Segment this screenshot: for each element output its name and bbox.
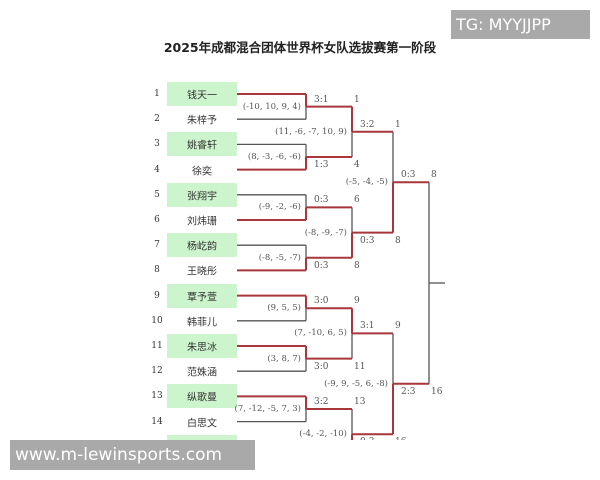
game-scores: (-10, 10, 9, 4) bbox=[242, 101, 301, 112]
player-seed: 3 bbox=[154, 139, 160, 150]
player-name: 纵歌曼 bbox=[187, 392, 217, 404]
match-score: 0:3 bbox=[360, 437, 374, 440]
player-seed: 6 bbox=[154, 215, 160, 225]
player-highlight bbox=[167, 334, 237, 358]
match-winner: 9 bbox=[395, 321, 401, 332]
match-score: 0:3 bbox=[314, 260, 329, 271]
game-scores: (-8, -9, -7) bbox=[304, 227, 347, 238]
player-highlight bbox=[167, 82, 237, 106]
game-scores: (7, -10, 6, 5) bbox=[294, 328, 347, 339]
player-highlight bbox=[167, 182, 237, 207]
player-name: 刘炜珊 bbox=[187, 216, 217, 228]
match-score: 0:3 bbox=[314, 195, 329, 206]
player-name: 张翔宇 bbox=[187, 191, 217, 203]
player-seed: 8 bbox=[154, 265, 160, 276]
match-winner: 8 bbox=[431, 170, 437, 181]
watermark-top: TG: MYYJJPP bbox=[451, 10, 590, 39]
player-highlight bbox=[167, 233, 237, 258]
match-winner: 9 bbox=[354, 296, 360, 307]
player-seed: 9 bbox=[154, 290, 160, 301]
match-winner: 4 bbox=[354, 160, 360, 170]
player-seed: 5 bbox=[154, 189, 160, 200]
bracket-sheet: 2025年成都混合团体世界杯女队选拔赛第一阶段 1 钱天一 2 朱梓予 3 姚睿轩 4 徐奕 5… bbox=[151, 40, 445, 440]
game-scores: (7, -12, -5, 7, 3) bbox=[234, 404, 301, 414]
match-score: 3:2 bbox=[314, 397, 329, 407]
player-name: 杨屹韵 bbox=[187, 241, 217, 253]
player-name: 韩菲儿 bbox=[187, 317, 217, 329]
player-seed: 4 bbox=[154, 164, 160, 175]
match-winner: 13 bbox=[354, 397, 366, 407]
game-scores: (9, 5, 5) bbox=[267, 303, 301, 314]
player-highlight bbox=[167, 132, 237, 157]
player-highlight bbox=[167, 384, 237, 409]
game-scores: (11, -6, -7, 10, 9) bbox=[275, 126, 347, 137]
match-score: 0:3 bbox=[360, 235, 375, 246]
match-winner: 8 bbox=[395, 235, 401, 246]
bracket-title: 2025年成都混合团体世界杯女队选拔赛第一阶段 bbox=[163, 40, 437, 55]
match-winner: 16 bbox=[395, 437, 406, 440]
bracket-lines bbox=[237, 93, 445, 440]
watermark-bottom: www.m-lewinsports.com bbox=[10, 440, 255, 470]
player-name: 徐奕 bbox=[192, 166, 212, 178]
player-seed: 14 bbox=[151, 416, 163, 427]
match-score: 1:3 bbox=[314, 160, 329, 170]
match-winner: 1 bbox=[395, 119, 401, 130]
match-score: 2:3 bbox=[401, 386, 416, 397]
player-highlight bbox=[167, 283, 237, 308]
match-score: 3:1 bbox=[360, 321, 375, 332]
game-scores: (3, 8, 7) bbox=[267, 353, 301, 364]
game-scores: (8, -3, -6, -6) bbox=[247, 152, 301, 162]
game-scores: (-9, 9, -5, 6, -8) bbox=[324, 378, 388, 389]
match-winner: 16 bbox=[431, 386, 443, 397]
match-winner: 11 bbox=[354, 361, 366, 372]
match-score: 0:3 bbox=[401, 170, 416, 181]
player-name: 朱梓予 bbox=[187, 115, 217, 127]
player-seed: 10 bbox=[151, 315, 163, 326]
match-score: 3:0 bbox=[314, 361, 329, 372]
game-scores: (-4, -2, -10) bbox=[299, 429, 347, 440]
player-name: 白思文 bbox=[187, 418, 217, 430]
player-seed: 1 bbox=[154, 89, 160, 99]
game-scores: (-5, -4, -5) bbox=[345, 177, 388, 188]
player-name: 姚睿轩 bbox=[187, 140, 217, 152]
match-score: 3:0 bbox=[314, 296, 329, 307]
game-scores: (-9, -2, -6) bbox=[258, 202, 301, 213]
player-seed: 11 bbox=[151, 341, 163, 351]
match-score: 3:1 bbox=[314, 94, 329, 105]
player-name: 覃予萱 bbox=[187, 292, 217, 304]
player-seed: 12 bbox=[151, 366, 163, 377]
player-seed: 2 bbox=[154, 114, 160, 125]
player-seed: 7 bbox=[154, 240, 160, 251]
player-seed: 13 bbox=[151, 391, 163, 402]
match-winner: 6 bbox=[354, 195, 360, 206]
match-score: 3:2 bbox=[360, 119, 375, 130]
match-winner: 8 bbox=[354, 260, 360, 271]
player-highlight bbox=[167, 434, 237, 440]
player-name: 王晓彤 bbox=[187, 266, 217, 278]
player-name: 钱天一 bbox=[187, 90, 217, 102]
player-name: 朱思冰 bbox=[187, 342, 217, 354]
game-scores: (-8, -5, -7) bbox=[258, 252, 301, 263]
player-name: 范姝涵 bbox=[187, 367, 217, 379]
match-winner: 1 bbox=[354, 94, 360, 105]
